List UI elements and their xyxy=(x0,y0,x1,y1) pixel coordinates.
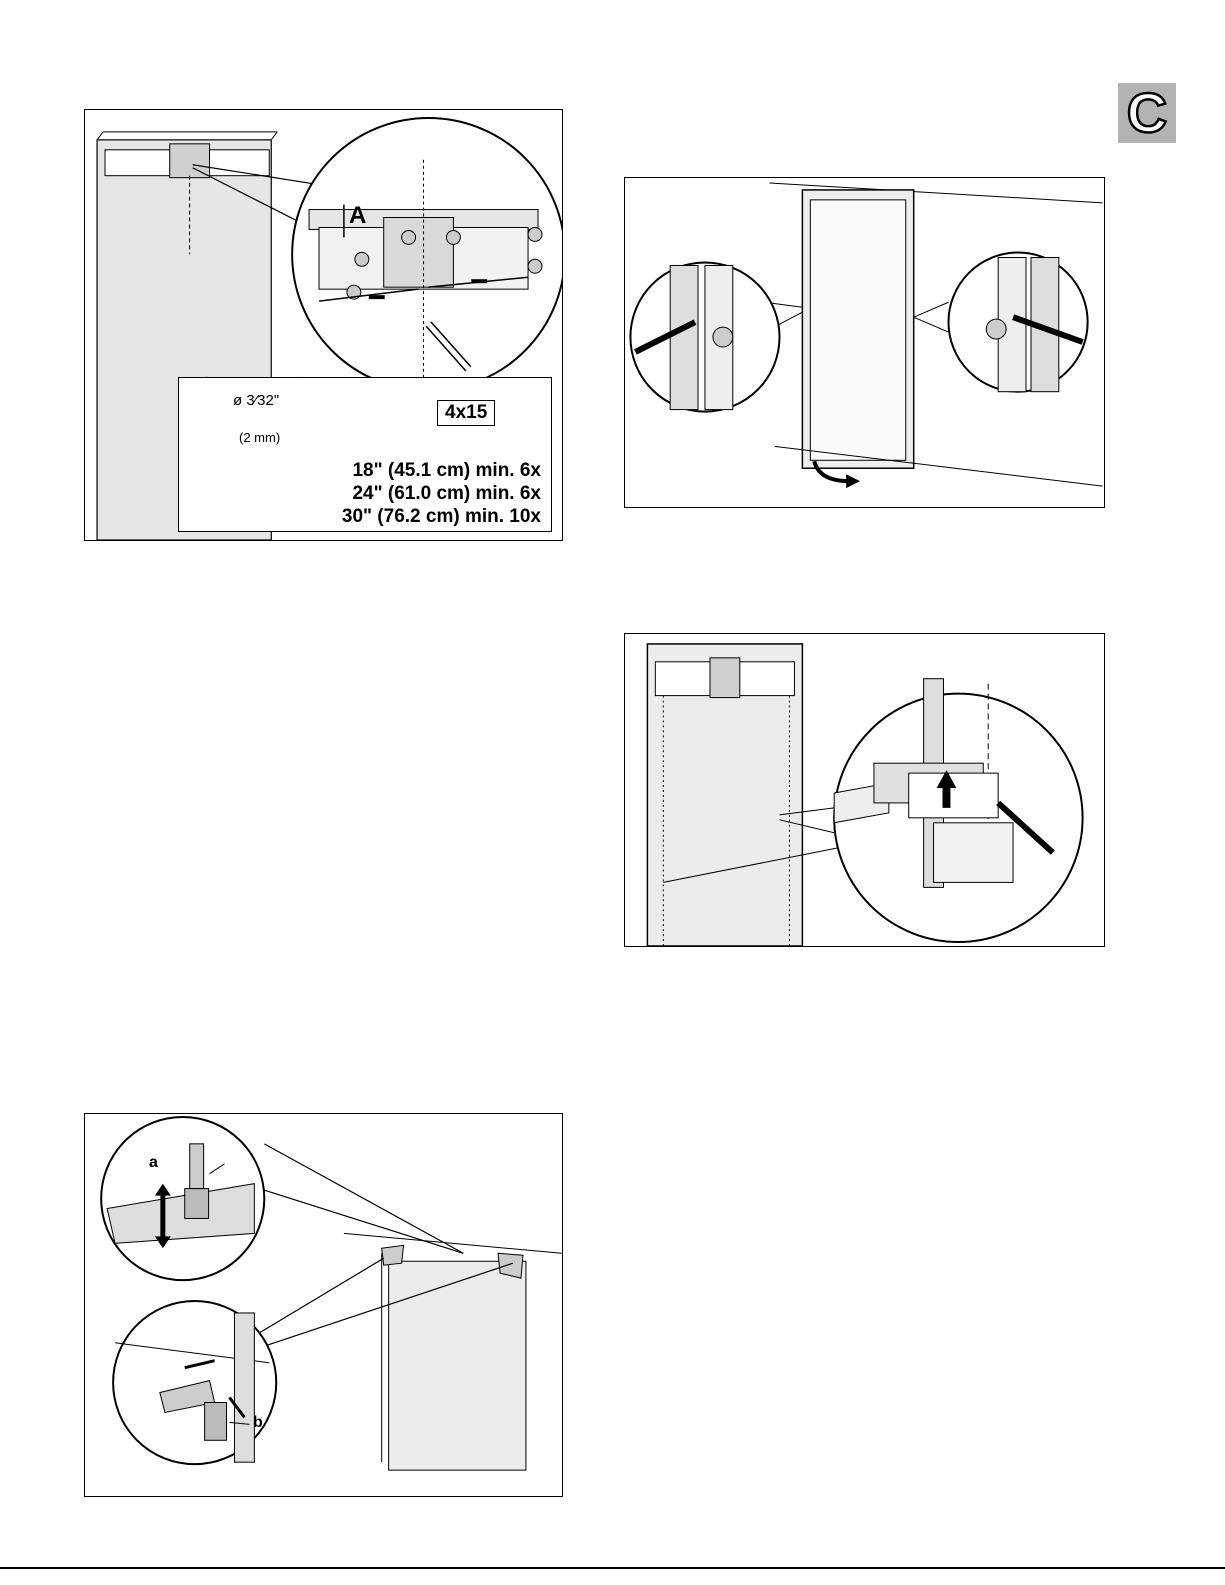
callout-a: a xyxy=(149,1154,158,1172)
figure-alignment-clip xyxy=(624,633,1105,947)
page-bottom-rule xyxy=(0,1567,1225,1569)
callout-A: A xyxy=(349,202,366,230)
spec-line-18: 18" (45.1 cm) min. 6x xyxy=(352,460,541,482)
drill-diameter-metric: (2 mm) xyxy=(239,430,280,445)
callout-b: b xyxy=(253,1414,263,1432)
figure-height-adjustment: a b xyxy=(84,1113,563,1497)
spec-line-24: 24" (61.0 cm) min. 6x xyxy=(352,483,541,505)
section-letter: C xyxy=(1127,85,1167,141)
hardware-spec-box: ø 3⁄32" (2 mm) 4x15 18" (45.1 cm) min. 6… xyxy=(178,377,552,532)
drill-diameter: ø 3⁄32" xyxy=(233,392,279,409)
figure-bracket-mounting: A ø 3⁄32" (2 mm) 4x15 18" (45.1 cm) min.… xyxy=(84,109,563,541)
screw-size-label: 4x15 xyxy=(437,400,495,426)
figure-door-screws xyxy=(624,177,1105,508)
alignment-clip-illustration xyxy=(625,634,1104,946)
door-screws-illustration xyxy=(625,178,1104,507)
spec-line-30: 30" (76.2 cm) min. 10x xyxy=(342,506,541,528)
section-badge: C xyxy=(1118,83,1176,143)
